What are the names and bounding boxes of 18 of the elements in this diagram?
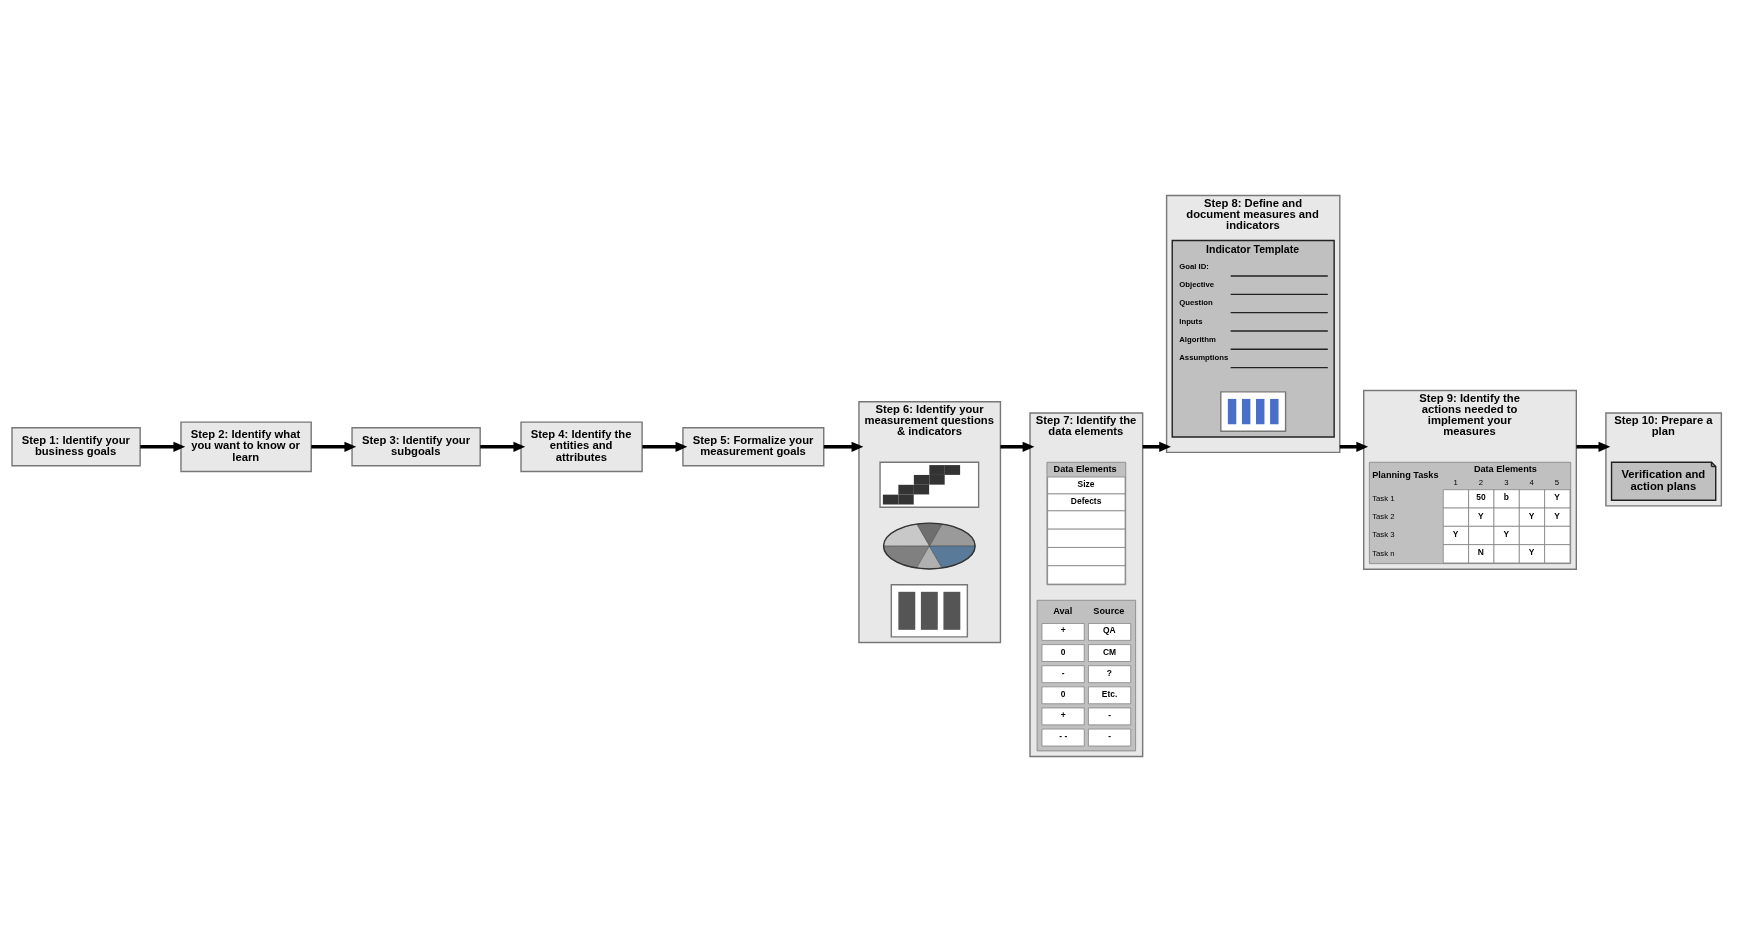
cluster: Step 6: Identify your measurement questions & indicators: [858, 401, 1002, 644]
arrow: [1339, 441, 1369, 452]
arrow: [1142, 441, 1171, 452]
node-box: Step 1: Identify your business goals: [11, 427, 141, 467]
picture: [1220, 391, 1287, 432]
arrow: [1000, 441, 1035, 452]
arrow: [140, 441, 186, 452]
node-box: Step 5: Formalize your measurement goals: [682, 427, 825, 467]
arrow: [480, 441, 526, 452]
arrow: [311, 441, 357, 452]
picture: [890, 584, 969, 638]
arrow: [823, 441, 864, 452]
node-box: Step 4: Identify the entities and attributes: [520, 421, 643, 473]
arrow: [1576, 441, 1611, 452]
arrow: [642, 441, 688, 452]
cluster: Indicator Template Goal ID: Objective Question Inputs Algorithm Assumptions: [1171, 239, 1335, 438]
node-box: Step 2: Identify what you want to know or learn: [180, 421, 312, 473]
node-box: Step 3: Identify your subgoals: [351, 427, 481, 467]
